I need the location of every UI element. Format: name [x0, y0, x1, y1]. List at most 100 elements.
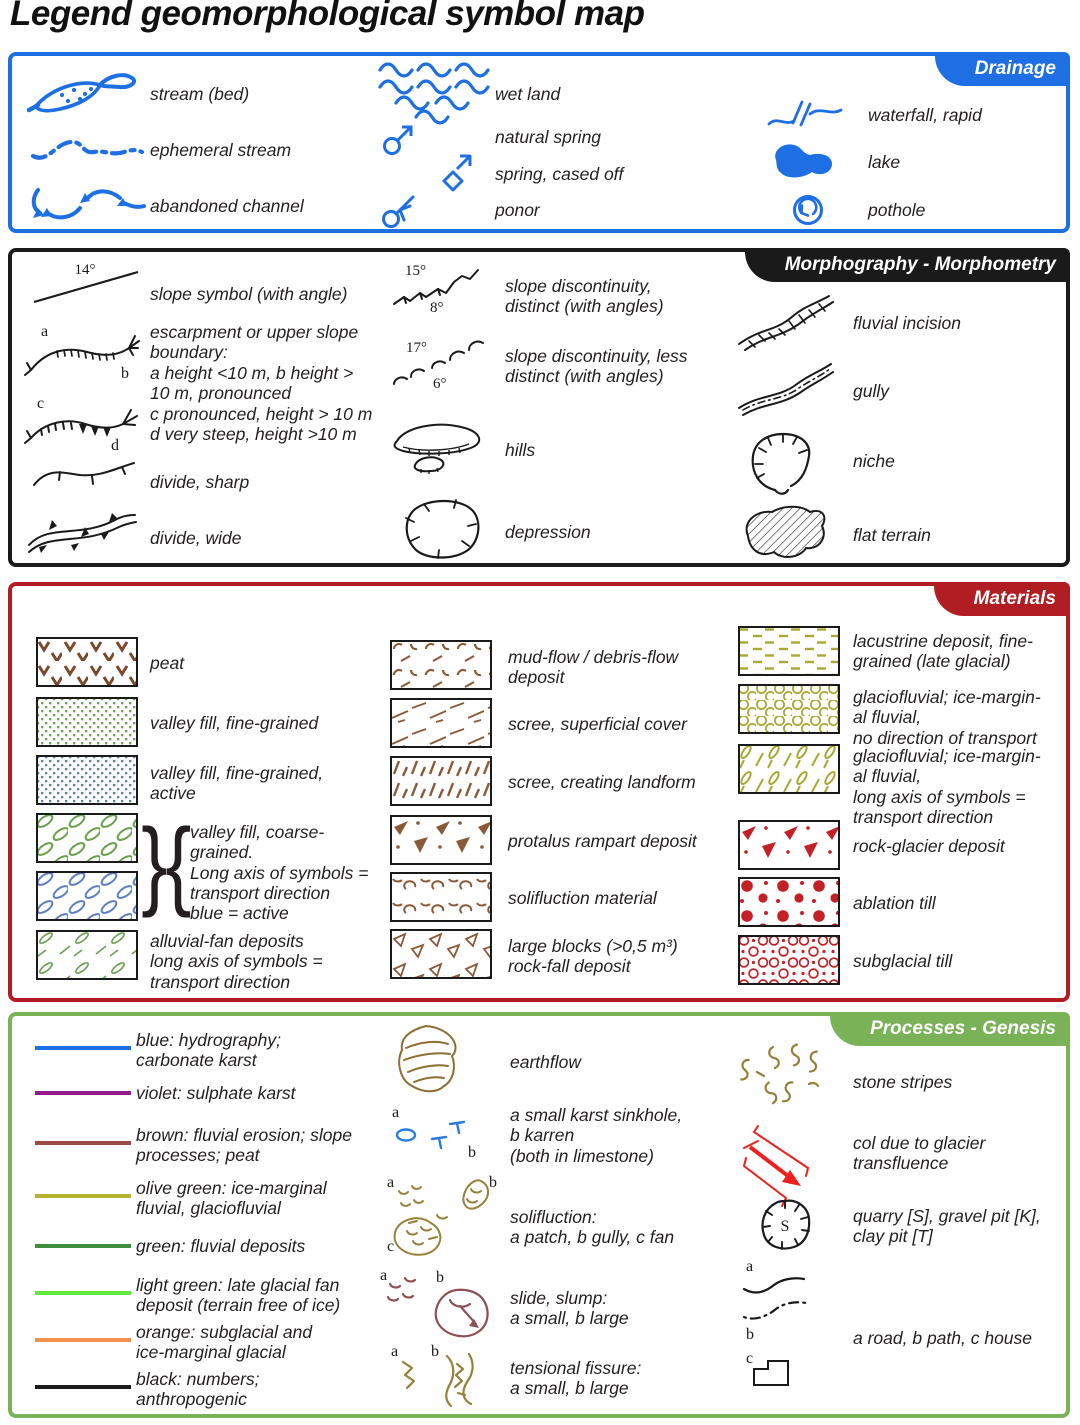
wet-land-label: wet land [495, 84, 561, 104]
svg-text:b: b [468, 1144, 476, 1161]
niche-label: niche [853, 451, 895, 471]
spring-cased-off-icon [442, 154, 472, 192]
svg-text:c: c [387, 1238, 394, 1255]
color-key-green [35, 1244, 131, 1248]
svg-text:b: b [746, 1326, 754, 1343]
slope-discontinuity-less-icon: 17° 6° [393, 340, 484, 392]
color-key-brown-label: brown: fluvial erosion; slope processes;… [136, 1125, 352, 1166]
valley-fill-coarse-active-swatch [36, 871, 138, 921]
depression-icon [405, 499, 480, 559]
section-materials-header: Materials [933, 582, 1070, 616]
quarry-gravel-clay-label: quarry [S], gravel pit [K], clay pit [T] [853, 1206, 1041, 1247]
svg-text:b: b [489, 1174, 497, 1191]
niche-icon [751, 432, 811, 495]
section-drainage: Drainage [8, 52, 1070, 233]
karst-sinkhole-karren-label: a small karst sinkhole, b karren (both i… [510, 1105, 683, 1166]
valley-fill-fine-active-label: valley fill, fine-grained, active [150, 763, 324, 804]
scree-superficial-label: scree, superficial cover [508, 714, 687, 734]
divide-wide-label: divide, wide [150, 528, 242, 548]
stream-bed-label: stream (bed) [150, 84, 250, 104]
depression-label: depression [505, 522, 591, 542]
svg-text:a: a [41, 323, 48, 340]
section-morphography-header: Morphography - Morphometry [744, 248, 1070, 282]
earthflow-label: earthflow [510, 1052, 582, 1072]
escarpment-ab-label: escarpment or upper slope boundary: a he… [150, 322, 359, 403]
ephemeral-stream-label: ephemeral stream [150, 140, 292, 160]
subglacial-till-label: subglacial till [853, 951, 953, 971]
scree-landform-swatch [390, 756, 492, 806]
color-key-black [35, 1385, 131, 1389]
svg-text:a: a [746, 1258, 753, 1275]
hills-icon [393, 423, 481, 474]
karst-sinkhole-karren-icon: a b [392, 1104, 476, 1161]
stone-stripes-icon [740, 1043, 820, 1105]
section-processes: Processes - Genesis [8, 1012, 1070, 1418]
glaciofluvial-nodir-label: glaciofluvial; ice-margin- al fluvial, n… [853, 687, 1041, 748]
svg-text:a: a [392, 1104, 399, 1121]
spring-cased-off-label: spring, cased off [495, 164, 624, 184]
hills-label: hills [505, 440, 536, 460]
lacustrine-label: lacustrine deposit, fine- grained (late … [853, 631, 1033, 672]
pothole-label: pothole [868, 200, 926, 220]
section-materials: Materials [8, 582, 1070, 1002]
color-key-olive-label: olive green: ice-marginal fluvial, glaci… [136, 1178, 327, 1219]
scree-landform-label: scree, creating landform [508, 772, 696, 792]
svg-text:b: b [121, 365, 129, 382]
color-key-blue [35, 1046, 131, 1050]
alluvial-fan-swatch [36, 930, 138, 980]
road-path-house-icon: a b c [742, 1258, 808, 1386]
slope-discontinuity-distinct-label: slope discontinuity, distinct (with angl… [505, 276, 664, 317]
divide-sharp-label: divide, sharp [150, 472, 250, 492]
color-key-lightgreen [35, 1291, 131, 1295]
alluvial-fan-label: alluvial-fan deposits long axis of symbo… [150, 931, 323, 992]
stone-stripes-label: stone stripes [853, 1072, 953, 1092]
flat-terrain-icon [745, 505, 826, 558]
tensional-fissure-icon: a b [391, 1343, 474, 1408]
gully-label: gully [853, 381, 889, 401]
svg-text:15°: 15° [405, 263, 426, 279]
subglacial-till-swatch [738, 935, 840, 985]
section-morphography: Morphography - Morphometry [8, 248, 1070, 567]
svg-text:a: a [380, 1267, 387, 1284]
waterfall-rapid-label: waterfall, rapid [868, 105, 982, 125]
rock-glacier-swatch [738, 820, 840, 870]
svg-text:c: c [37, 395, 44, 412]
color-key-brown [35, 1141, 131, 1145]
fluvial-incision-label: fluvial incision [853, 313, 961, 333]
lake-label: lake [868, 152, 901, 172]
color-key-violet [35, 1091, 131, 1095]
valley-fill-coarse-swatch [36, 813, 138, 863]
waterfall-rapid-icon [767, 100, 843, 127]
ponor-label: ponor [495, 200, 540, 220]
earthflow-icon [398, 1024, 457, 1093]
svg-text:c: c [746, 1350, 753, 1367]
slide-slump-icon: a b [380, 1267, 489, 1338]
svg-text:a: a [387, 1174, 394, 1191]
ponor-icon [382, 195, 415, 228]
road-path-house-label: a road, b path, c house [853, 1328, 1033, 1348]
gully-icon [738, 363, 834, 416]
slope-discontinuity-distinct-icon: 15° 8° [393, 263, 479, 316]
rock-glacier-label: rock-glacier deposit [853, 836, 1005, 856]
svg-text:8°: 8° [430, 300, 444, 316]
lacustrine-swatch [738, 626, 840, 676]
protalus-rampart-label: protalus rampart deposit [508, 831, 697, 851]
valley-fill-fine-swatch [36, 697, 138, 747]
svg-text:a: a [391, 1343, 398, 1360]
fluvial-incision-icon [738, 295, 834, 351]
color-key-violet-label: violet: sulphate karst [136, 1083, 296, 1103]
svg-text:17°: 17° [406, 340, 427, 356]
ablation-till-swatch [738, 877, 840, 927]
svg-text:6°: 6° [433, 376, 447, 392]
valley-fill-fine-active-swatch [36, 755, 138, 805]
divide-sharp-icon [33, 462, 135, 486]
ablation-till-label: ablation till [853, 893, 936, 913]
valley-fill-fine-label: valley fill, fine-grained [150, 713, 319, 733]
escarpment-ab-icon: a b [24, 323, 140, 382]
svg-text:b: b [436, 1269, 444, 1286]
svg-text:d: d [111, 437, 119, 454]
page-title: Legend geomorphological symbol map [10, 0, 645, 33]
color-key-blue-label: blue: hydrography; carbonate karst [136, 1030, 281, 1071]
slope-discontinuity-less-label: slope discontinuity, less distinct (with… [505, 346, 688, 387]
